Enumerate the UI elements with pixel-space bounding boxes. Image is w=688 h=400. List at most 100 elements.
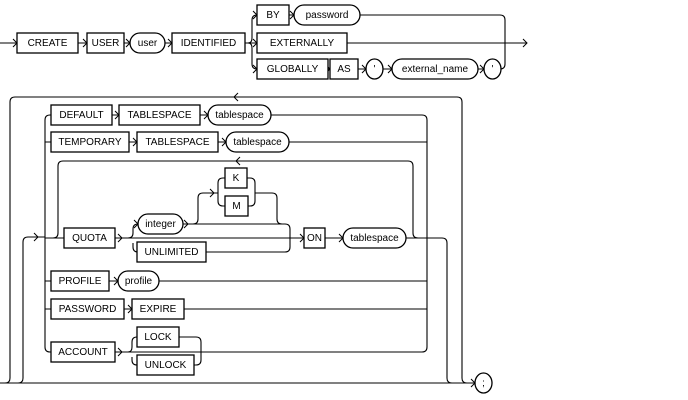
keyword-box [329, 58, 359, 80]
keyword-user: USER [86, 32, 125, 54]
node-label: EXPIRE [140, 304, 177, 315]
param-integer: integer [137, 213, 184, 235]
param-password: password [293, 4, 361, 26]
node-label: tablespace [233, 137, 282, 148]
arrow-left-icon [235, 156, 241, 166]
variable-oval [342, 227, 407, 249]
param-quota-tablespace: tablespace [342, 227, 407, 249]
variable-oval [391, 58, 479, 80]
arrow-right-icon [209, 188, 215, 198]
node-label: GLOBALLY [267, 64, 319, 75]
node-label: tablespace [350, 233, 399, 244]
keyword-default: DEFAULT [50, 104, 113, 126]
node-label: TEMPORARY [58, 137, 121, 148]
node-label: M [232, 201, 240, 212]
keyword-box [50, 341, 116, 363]
keyword-tablespace-temporary: TABLESPACE [136, 131, 219, 153]
keyword-box [224, 167, 248, 189]
variable-oval [365, 58, 384, 80]
node-label: UNLIMITED [145, 247, 199, 258]
node-label: tablespace [215, 110, 264, 121]
variable-oval [225, 131, 290, 153]
node-label: user [138, 38, 158, 49]
variable-oval [207, 104, 272, 126]
keyword-box [136, 354, 195, 376]
node-label: DEFAULT [59, 110, 103, 121]
terminator-semicolon: ; [474, 372, 493, 394]
variable-oval [129, 32, 166, 54]
variable-oval [117, 270, 160, 292]
node-label: UNLOCK [145, 360, 187, 371]
keyword-quota: QUOTA [63, 227, 116, 249]
keyword-globally: GLOBALLY [256, 58, 329, 80]
param-profile: profile [117, 270, 160, 292]
node-label: profile [125, 276, 153, 287]
arrow-right-icon [183, 219, 189, 229]
keyword-box [50, 298, 125, 320]
keyword-box [131, 298, 185, 320]
keyword-box [136, 241, 207, 263]
param-temporary-tablespace: tablespace [225, 131, 290, 153]
node-label: QUOTA [72, 233, 107, 244]
keyword-account: ACCOUNT [50, 341, 116, 363]
node-label: ' [492, 64, 494, 75]
keyword-box [50, 104, 113, 126]
arrow-left-icon [233, 92, 239, 102]
keyword-by: BY [256, 4, 290, 26]
node-label: password [306, 10, 349, 21]
variable-oval [474, 372, 493, 394]
keyword-box [136, 131, 219, 153]
keyword-box [171, 32, 246, 54]
keyword-box [16, 32, 79, 54]
node-label: BY [266, 10, 280, 21]
arrow-right-icon [522, 38, 528, 48]
keyword-expire: EXPIRE [131, 298, 185, 320]
arrow-right-icon [33, 232, 39, 242]
node-label: ; [482, 378, 485, 389]
keyword-temporary: TEMPORARY [50, 131, 130, 153]
keyword-password: PASSWORD [50, 298, 125, 320]
keyword-k: K [224, 167, 248, 189]
param-default-tablespace: tablespace [207, 104, 272, 126]
node-label: TABLESPACE [127, 110, 191, 121]
keyword-profile: PROFILE [50, 270, 110, 292]
node-label: PROFILE [59, 276, 102, 287]
node-label: ACCOUNT [58, 347, 107, 358]
keyword-box [50, 270, 110, 292]
diagram-nodes: CREATE USER user IDENTIFIED BY passwordEXTERN… [16, 4, 502, 394]
node-label: PASSWORD [59, 304, 117, 315]
variable-oval [293, 4, 361, 26]
keyword-unlock: UNLOCK [136, 354, 195, 376]
keyword-identified: IDENTIFIED [171, 32, 246, 54]
keyword-box [86, 32, 125, 54]
keyword-box [136, 326, 180, 348]
keyword-as: AS [329, 58, 359, 80]
keyword-box [50, 131, 130, 153]
param-user: user [129, 32, 166, 54]
variable-oval [137, 213, 184, 235]
node-label: external_name [402, 64, 469, 75]
variable-oval [483, 58, 502, 80]
arrow-right-icon [117, 347, 123, 357]
node-label: CREATE [28, 38, 68, 49]
node-label: IDENTIFIED [181, 38, 237, 49]
keyword-box [118, 104, 201, 126]
keyword-on: ON [303, 227, 326, 249]
keyword-box [256, 32, 348, 54]
node-label: ON [307, 233, 322, 244]
quote-close: ' [483, 58, 502, 80]
keyword-externally: EXTERNALLY [256, 32, 348, 54]
node-label: TABLESPACE [145, 137, 209, 148]
node-label: AS [337, 64, 351, 75]
keyword-create: CREATE [16, 32, 79, 54]
keyword-tablespace-default: TABLESPACE [118, 104, 201, 126]
keyword-m: M [224, 195, 249, 217]
param-external-name: external_name [391, 58, 479, 80]
node-label: USER [92, 38, 120, 49]
keyword-box [256, 58, 329, 80]
node-label: K [233, 173, 240, 184]
quote-open: ' [365, 58, 384, 80]
arrow-right-icon [117, 233, 123, 243]
node-label: ' [374, 64, 376, 75]
